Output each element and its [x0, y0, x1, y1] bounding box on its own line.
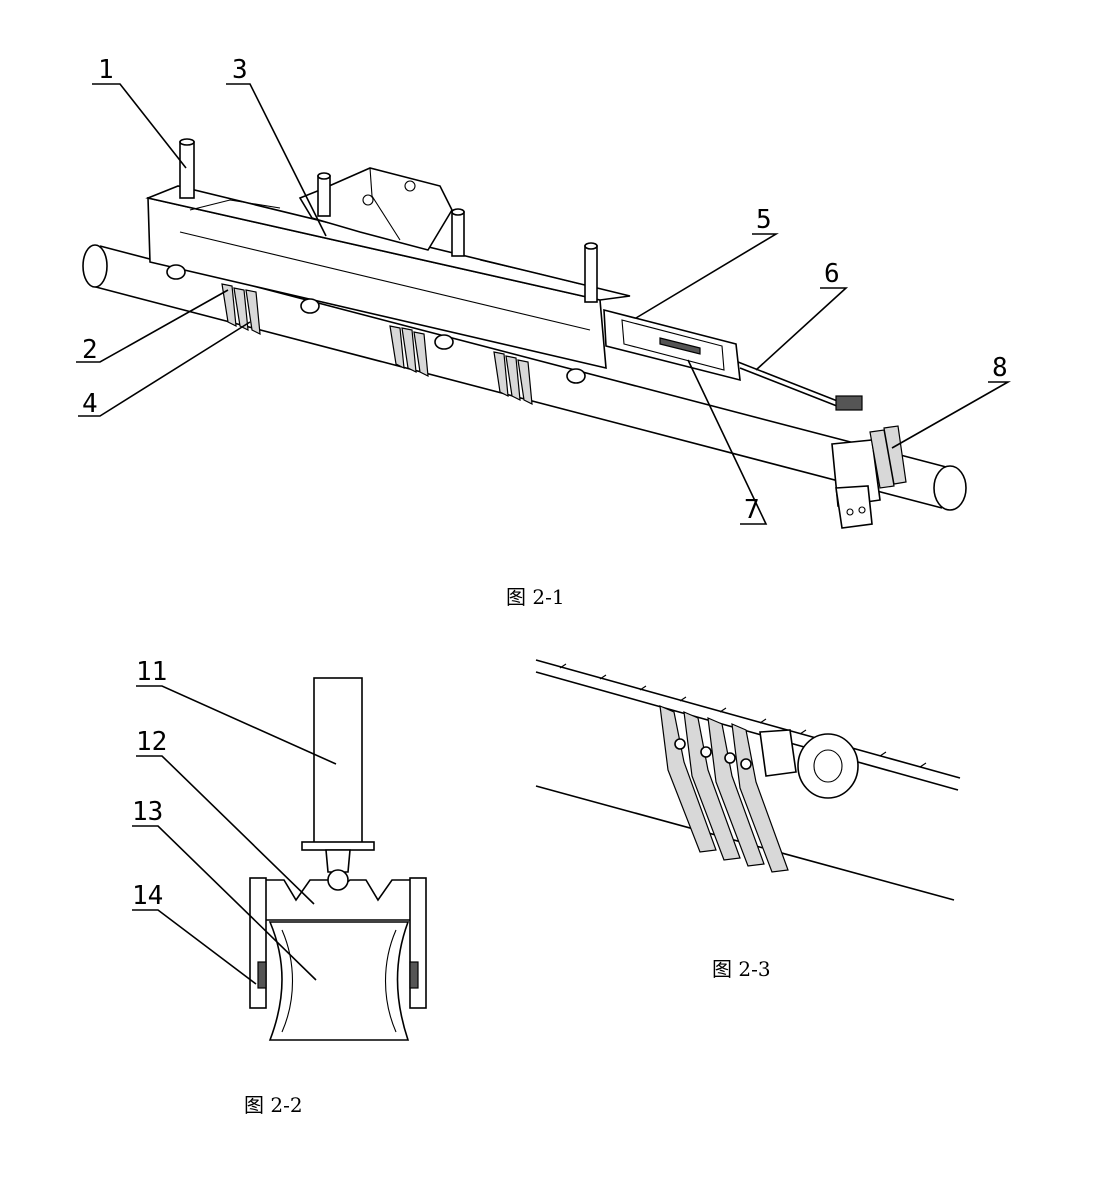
- figure-2-3: 图 2-3: [535, 659, 961, 981]
- callout-14: 14: [132, 881, 163, 911]
- end-clamp: [831, 425, 907, 529]
- roller-13: [268, 921, 410, 1041]
- callout-13: 13: [132, 797, 163, 827]
- clamp-groups: [221, 283, 533, 406]
- figure-2-2-caption: 图 2-2: [244, 1093, 303, 1117]
- figure-2-1-caption: 图 2-1: [506, 585, 565, 609]
- callout-3: 3: [232, 55, 248, 85]
- callout-11: 11: [136, 657, 167, 687]
- figure-2-1: 1 2 3 4 5 6 7 8 图 2-1: [76, 55, 1012, 609]
- callout-1: 1: [98, 55, 114, 85]
- guide-wheel: [797, 733, 859, 799]
- callout-5: 5: [756, 205, 772, 235]
- callout-12: 12: [136, 727, 167, 757]
- callout-6: 6: [824, 259, 840, 289]
- cable: [737, 361, 863, 411]
- post-11: [313, 677, 363, 845]
- rollers: [166, 264, 586, 384]
- callout-2: 2: [82, 335, 98, 365]
- callout-4: 4: [82, 389, 98, 419]
- callout-8: 8: [992, 353, 1008, 383]
- posts: [179, 138, 598, 303]
- figure-2-3-caption: 图 2-3: [712, 957, 771, 981]
- figure-2-2-leaders: [132, 685, 337, 985]
- tensioner-housing: [603, 308, 741, 382]
- leader-lines: [76, 83, 1012, 525]
- main-frame: [145, 167, 631, 370]
- figure-2-2: 11 12 13 14 图 2-2: [132, 657, 427, 1117]
- callout-7: 7: [744, 495, 760, 525]
